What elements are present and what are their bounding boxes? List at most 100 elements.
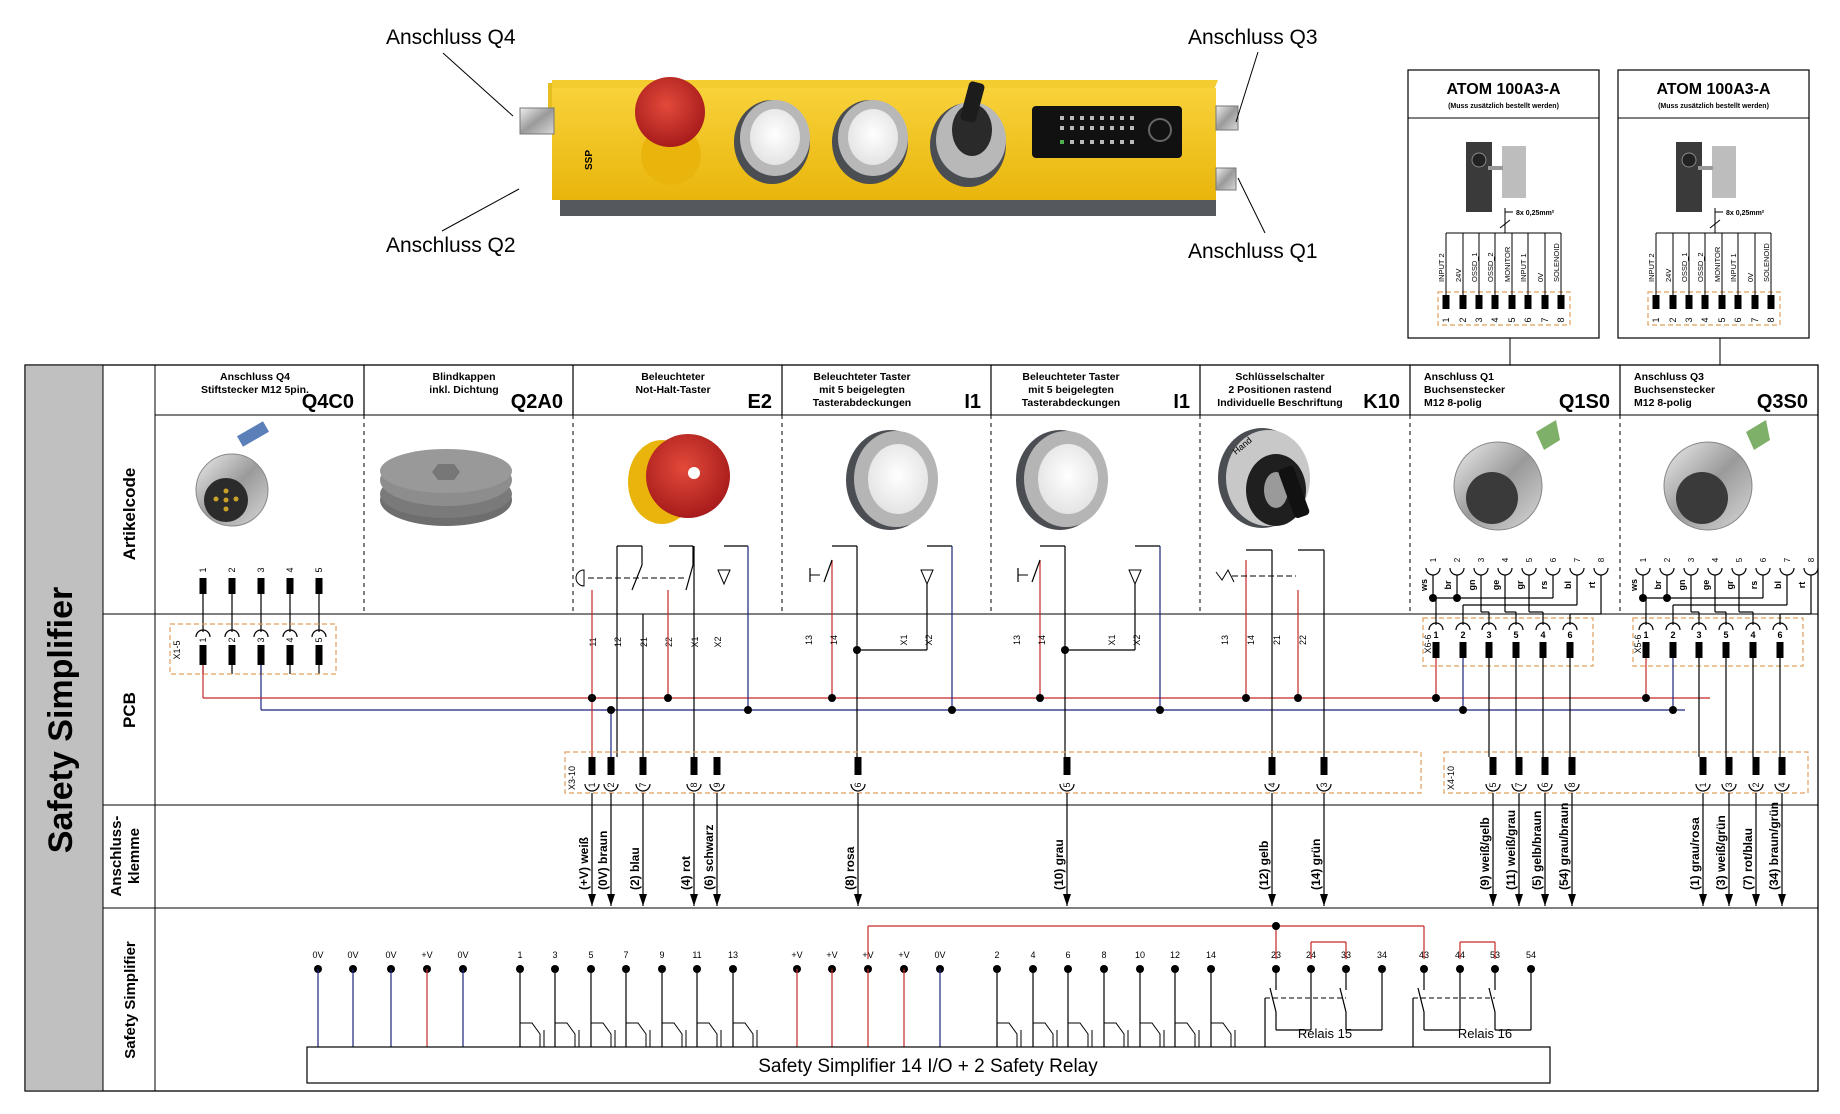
- terminal-pin: [1642, 642, 1650, 658]
- m12-female-connector-icon: [1453, 420, 1560, 531]
- m12-wire-color: ws: [1419, 579, 1429, 592]
- m12-wire-color: gr: [1515, 580, 1525, 589]
- illuminated-button-2-icon: [832, 100, 908, 184]
- junction-dot: [1294, 694, 1302, 702]
- wire-color-label: (54) grau/braun: [1557, 803, 1571, 890]
- junction-dot: [1642, 694, 1650, 702]
- terminal-pin: [1725, 757, 1733, 775]
- x4-pin-number: 6: [1540, 782, 1550, 787]
- terminal-pin: [1695, 642, 1703, 658]
- atom-pin-number: 6: [1523, 317, 1533, 322]
- terminal-pin: [199, 578, 207, 594]
- row-label-anschlussklemme-1: Anschluss-: [108, 816, 125, 897]
- socket-symbol: [282, 629, 298, 638]
- x3-pin-number: 2: [606, 782, 616, 787]
- terminal-label: 6: [1065, 950, 1070, 960]
- key-switch-icon: Hand: [1218, 428, 1310, 528]
- header-desc: Anschluss Q3: [1634, 371, 1704, 383]
- m12-pin-number: 3: [1477, 557, 1486, 562]
- terminal-pin: [257, 578, 265, 594]
- socket-symbol: [1485, 783, 1501, 792]
- wire-color-label: (9) weiß/gelb: [1478, 817, 1492, 890]
- transistor-icon: [520, 1022, 545, 1047]
- terminal-label: +V: [898, 950, 909, 960]
- transistor-icon: [626, 1022, 651, 1047]
- terminal-pin: [639, 757, 647, 775]
- wire-color-label: (12) gelb: [1257, 841, 1271, 890]
- junction-dot: [1453, 594, 1461, 602]
- socket-symbol: [253, 629, 269, 638]
- x3-pin-number: 8: [689, 782, 699, 787]
- terminal-label: 14: [1206, 950, 1216, 960]
- wire-color-label: (6) schwarz: [702, 825, 716, 890]
- header-desc: Anschluss Q4: [220, 371, 290, 383]
- wire-color-label: (11) weiß/grau: [1504, 810, 1518, 890]
- terminal-pin: [1734, 295, 1742, 309]
- m12-pin-number: 3: [1687, 557, 1696, 562]
- m12-pin-number: 6: [1759, 557, 1768, 562]
- terminal-label: 7: [623, 950, 628, 960]
- header-desc: M12 8-polig: [1424, 397, 1482, 409]
- atom-pin-label: 24V: [1454, 269, 1463, 282]
- wire-color-label: (10) grau: [1052, 839, 1066, 890]
- atom-pin-number: 6: [1733, 317, 1743, 322]
- arrow-icon: [607, 894, 615, 906]
- atom-title: ATOM 100A3-A: [1656, 81, 1771, 98]
- x4-pin-number: 4: [1777, 782, 1787, 787]
- callout-q3-line: [1235, 51, 1259, 123]
- callout-q4-label: Anschluss Q4: [386, 26, 516, 49]
- atom-pin-number: 3: [1684, 317, 1694, 322]
- terminal-label: 13: [728, 950, 738, 960]
- junction-dot: [1272, 922, 1280, 930]
- junction-dot: [1459, 706, 1467, 714]
- terminal-pin: [1063, 757, 1071, 775]
- x5-pin-number: 3: [1696, 630, 1701, 640]
- terminal-label: 34: [1377, 950, 1387, 960]
- terminal-label: +V: [791, 950, 802, 960]
- relay-16-label: Relais 16: [1458, 1026, 1512, 1041]
- socket-symbol: [686, 783, 702, 792]
- header-desc: Beleuchteter: [641, 371, 705, 383]
- relay-blade: [1488, 987, 1496, 1013]
- socket-symbol: [195, 629, 211, 638]
- cable-slash: [1709, 219, 1721, 229]
- illuminated-button-1-icon: [734, 100, 810, 184]
- x4-pin-number: 3: [1724, 782, 1734, 787]
- q4-pin-number: 3: [256, 567, 266, 572]
- junction-dot: [1639, 594, 1647, 602]
- terminal-label: 12: [1170, 950, 1180, 960]
- terminal-label: 11: [692, 950, 701, 960]
- row-label-artikelcode: Artikelcode: [120, 468, 139, 561]
- arrow-icon: [1778, 894, 1786, 906]
- socket-symbol: [1564, 783, 1580, 792]
- atom-pin-label: OSSD_1: [1680, 252, 1689, 282]
- terminal-pin: [1508, 295, 1516, 309]
- transistor-icon: [733, 1022, 758, 1047]
- x3-pin-number: 6: [853, 782, 863, 787]
- x6-pin-number: 5: [1513, 630, 1518, 640]
- terminal-pin: [199, 645, 207, 665]
- x3-pin-number: 4: [1267, 782, 1277, 787]
- x5-pin-number: 2: [1670, 630, 1675, 640]
- terminal-pin: [1776, 642, 1784, 658]
- atom-pin-label: 0V: [1746, 273, 1755, 282]
- terminal-pin: [286, 578, 294, 594]
- contact-label: 22: [1298, 635, 1308, 645]
- m12-wire-color: rt: [1797, 582, 1807, 589]
- terminal-pin: [1722, 642, 1730, 658]
- terminal-pin: [1489, 757, 1497, 775]
- terminal-pin: [1566, 642, 1574, 658]
- terminal-pin: [1568, 757, 1576, 775]
- arrow-icon: [1752, 894, 1760, 906]
- transistor-icon: [1211, 1022, 1236, 1047]
- junction-dot: [1156, 706, 1164, 714]
- terminal-block-x5: [1632, 617, 1804, 667]
- atom-pin-label: OSSD_1: [1470, 252, 1479, 282]
- terminal-pin: [690, 757, 698, 775]
- m12-pin-number: 4: [1501, 557, 1510, 562]
- junction-dot: [948, 706, 956, 714]
- socket-symbol: [850, 783, 866, 792]
- terminal-pin: [1539, 642, 1547, 658]
